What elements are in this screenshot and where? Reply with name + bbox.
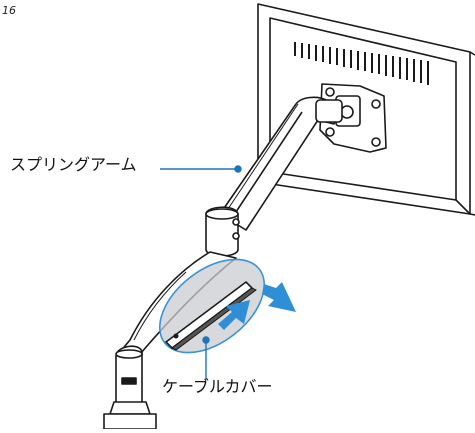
monitor-vents	[294, 42, 429, 85]
spring-arm	[219, 96, 343, 231]
page-number: 16	[2, 4, 16, 17]
arrow-right-icon	[218, 282, 296, 330]
spring-arm-label: スプリングアーム	[10, 155, 137, 174]
elbow-joint	[205, 206, 240, 257]
cable-cover-label: ケーブルカバー	[162, 377, 273, 396]
base-clamp	[103, 345, 157, 430]
cable-cover-highlight	[158, 258, 266, 354]
callout-lines	[160, 165, 242, 380]
